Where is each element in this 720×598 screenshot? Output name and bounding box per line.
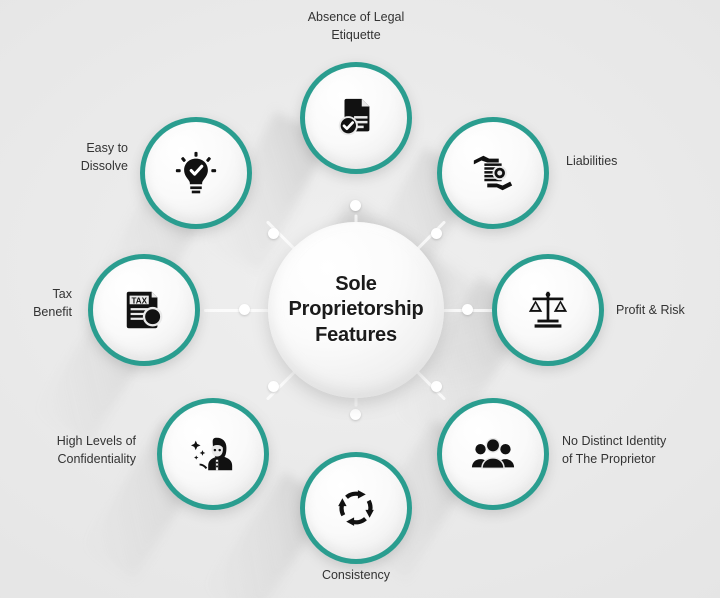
connector-dot-top-left: [268, 228, 279, 239]
hands-money-icon: [470, 150, 516, 196]
connector-dot-bottom: [350, 409, 361, 420]
connector-dot-right: [462, 304, 473, 315]
label-absence-of-legal-etiquette: Absence of Legal Etiquette: [307, 10, 405, 43]
hub-circle[interactable]: Sole Proprietorship Features: [268, 222, 444, 398]
label-liabilities: Liabilities: [566, 154, 618, 168]
document-check-icon: [333, 95, 379, 141]
node-consistency[interactable]: [300, 452, 412, 564]
connector-dot-bottom-right: [431, 381, 442, 392]
label-profit-and-risk: Profit & Risk: [616, 303, 685, 317]
label-tax-benefit: Tax Benefit: [33, 287, 72, 320]
connector-dot-top-right: [431, 228, 442, 239]
node-liabilities[interactable]: [437, 117, 549, 229]
svg-text:TAX: TAX: [131, 296, 147, 305]
label-easy-to-dissolve: Easy to Dissolve: [80, 141, 128, 174]
people-group-icon: [470, 431, 516, 477]
label-high-levels-of-confidentiality: High Levels of Confidentiality: [56, 434, 136, 467]
balance-scales-icon: [525, 287, 571, 333]
node-profit-and-risk[interactable]: [492, 254, 604, 366]
lightbulb-check-icon: [173, 150, 219, 196]
node-high-levels-of-confidentiality[interactable]: [157, 398, 269, 510]
connector-dot-top: [350, 200, 361, 211]
node-no-distinct-identity-of-the-proprietor[interactable]: [437, 398, 549, 510]
node-easy-to-dissolve[interactable]: [140, 117, 252, 229]
discreet-woman-icon: [190, 431, 236, 477]
node-absence-of-legal-etiquette[interactable]: [300, 62, 412, 174]
label-consistency: Consistency: [321, 568, 391, 582]
circular-arrows-icon: [333, 485, 379, 531]
connector-dot-bottom-left: [268, 381, 279, 392]
hub-title: Sole Proprietorship Features: [288, 273, 424, 346]
node-tax-benefit[interactable]: TAX: [88, 254, 200, 366]
tax-document-icon: TAX: [121, 287, 167, 333]
label-no-distinct-identity-of-the-proprietor: No Distinct Identity of The Proprietor: [562, 434, 667, 467]
connector-dot-left: [239, 304, 250, 315]
